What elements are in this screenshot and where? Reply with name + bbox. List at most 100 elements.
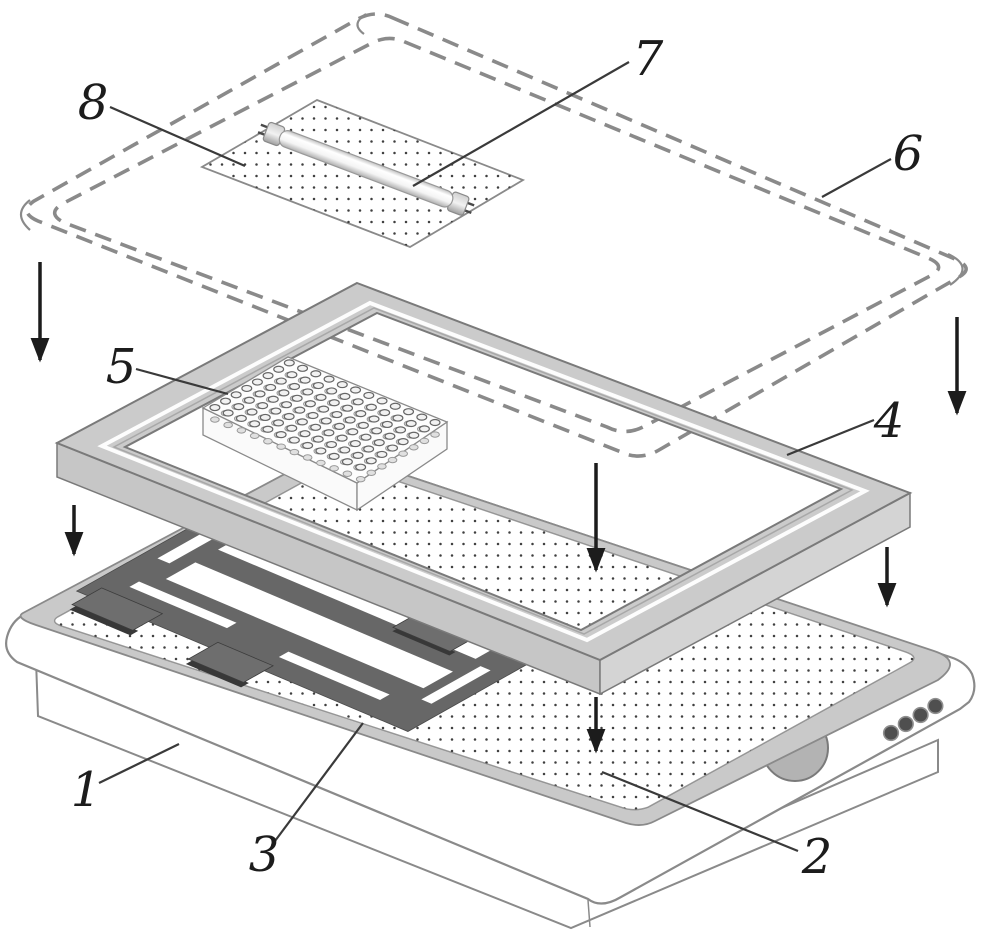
lamp-tube-body: [278, 130, 454, 208]
well-rim: [278, 389, 290, 397]
label-1: 1: [71, 762, 102, 818]
well-rim: [312, 381, 324, 390]
frame-band: [54, 281, 913, 662]
well-rim: [230, 391, 242, 399]
well-body: [342, 470, 353, 477]
well-body: [430, 431, 440, 438]
label-2: 2: [801, 829, 833, 885]
well-rim: [288, 436, 300, 444]
leader-8: [109, 105, 246, 168]
well-rim: [310, 423, 322, 431]
well-rim: [310, 370, 322, 378]
control-buttons: [882, 697, 944, 742]
well-rim: [262, 372, 274, 380]
well-rim: [246, 408, 258, 416]
well-rim: [296, 418, 308, 426]
well-rim: [355, 410, 367, 418]
well-rim: [395, 426, 407, 434]
part-labels: 8 7 6 5 4 1 3 2: [71, 31, 924, 885]
well-rim: [341, 458, 353, 466]
well-rim: [302, 388, 314, 396]
well-rim: [357, 421, 369, 429]
well-rim: [328, 399, 340, 407]
microplate: [201, 356, 449, 512]
label-8: 8: [78, 75, 109, 131]
well-body: [366, 469, 377, 476]
clip-tab-2-side: [185, 659, 249, 688]
well-rim: [328, 452, 340, 460]
well-body: [409, 444, 419, 451]
well-rim: [235, 414, 247, 422]
power-button: [897, 715, 914, 733]
well-rim: [339, 392, 351, 400]
frame-highlight-stripe: [97, 300, 870, 643]
well-rim: [241, 384, 253, 393]
well-rim: [363, 445, 375, 453]
well-rim: [289, 382, 301, 391]
clip-tab-2: [187, 641, 274, 683]
power-button: [912, 706, 929, 724]
label-6: 6: [893, 126, 924, 182]
well-rim: [365, 457, 377, 465]
well-rim: [286, 424, 298, 432]
well-rim: [347, 428, 359, 436]
power-button: [927, 697, 944, 715]
well-rim: [336, 434, 348, 442]
well-rim: [363, 391, 375, 400]
well-rim: [270, 407, 282, 415]
well-rim: [307, 411, 319, 420]
well-rim: [360, 433, 372, 441]
well-rim: [389, 402, 401, 410]
well-body: [398, 450, 408, 457]
clip-tab-3-side: [392, 627, 456, 656]
well-rim: [408, 431, 420, 439]
well-rim: [349, 439, 361, 448]
well-rim: [318, 405, 330, 413]
well-rim: [257, 402, 269, 410]
well-rim: [275, 431, 287, 439]
well-rim: [365, 403, 377, 411]
well-body: [377, 463, 387, 470]
well-rim: [368, 415, 380, 423]
well-rim: [326, 387, 338, 395]
well-rim: [336, 380, 348, 389]
well-rim: [273, 365, 285, 373]
well-rim: [350, 386, 362, 394]
well-rim: [376, 397, 388, 405]
well-rim: [233, 403, 245, 411]
well-grid: [209, 359, 441, 483]
well-rim: [267, 395, 279, 403]
label-7: 7: [633, 31, 664, 87]
well-rim: [352, 398, 364, 406]
assembly-arrows: [30, 262, 967, 754]
well-rim: [355, 463, 367, 471]
leader-7: [412, 61, 630, 187]
well-body: [316, 459, 326, 467]
well-rim: [312, 435, 324, 443]
well-rim: [281, 401, 293, 409]
well-rim: [403, 408, 415, 416]
well-rim: [259, 413, 271, 422]
cover-corner-top: [356, 13, 367, 35]
well-rim: [323, 429, 335, 437]
well-rim: [262, 425, 274, 433]
cover-corner-right: [947, 253, 964, 286]
well-body: [236, 427, 247, 434]
well-rim: [275, 377, 287, 385]
well-rim: [418, 425, 430, 433]
well-body: [276, 443, 286, 450]
well-rim: [254, 390, 266, 398]
well-rim: [283, 359, 295, 367]
well-rim: [283, 412, 295, 421]
well-rim: [339, 446, 351, 454]
carriage-slit-near-2: [278, 651, 390, 700]
well-rim: [379, 409, 391, 417]
well-rim: [376, 450, 388, 459]
cover-corner-left: [19, 199, 31, 231]
leader-4: [786, 418, 875, 457]
well-rim: [315, 447, 327, 455]
well-rim: [315, 393, 327, 401]
well-rim: [405, 419, 417, 428]
leader-5: [135, 367, 229, 396]
